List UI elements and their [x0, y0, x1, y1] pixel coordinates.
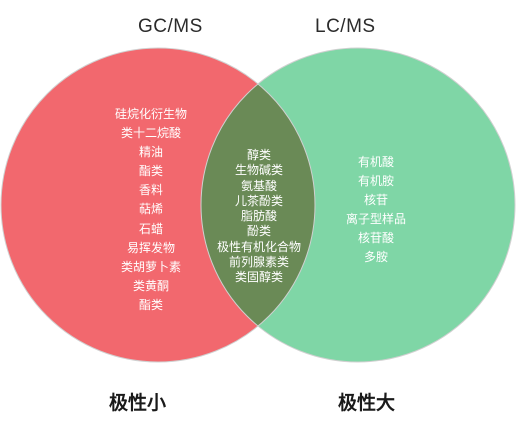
lc-ms-compound-item: 离子型样品: [345, 212, 406, 226]
shared-compound-item: 酚类: [246, 224, 271, 239]
lc-ms-compound-item: 核苷酸: [357, 231, 394, 245]
low-polarity-label: 极性小: [109, 392, 167, 414]
gc-ms-compound-item: 香料: [138, 183, 163, 198]
gc-ms-compound-item: 精油: [138, 145, 163, 160]
gc-ms-only-list: 硅烷化衍生物类十二烷酸精油酯类香料萜烯石蜡易挥发物类胡萝卜素类黄酮酯类: [88, 105, 214, 315]
lc-ms-compound-item: 有机胺: [357, 174, 394, 188]
shared-compound-item: 醇类: [246, 148, 271, 162]
gc-ms-circle-outline: [0, 47, 316, 363]
shared-compound-item: 前列腺素类: [228, 255, 289, 270]
gc-ms-compound-item: 类黄酮: [132, 278, 169, 293]
lc-ms-circle-outline: [200, 47, 516, 363]
lc-ms-only-list: 有机酸有机胺核苷离子型样品核苷酸多胺: [322, 153, 430, 267]
shared-compound-item: 极性有机化合物: [216, 239, 301, 254]
shared-compound-item: 类固醇类: [234, 270, 283, 285]
lc-ms-compound-item: 核苷: [363, 193, 388, 207]
lc-ms-compound-item: 有机酸: [357, 155, 394, 169]
lc-ms-title: LC/MS: [315, 16, 376, 37]
shared-compound-item: 脂肪酸: [240, 209, 277, 224]
gc-ms-compound-item: 类胡萝卜素: [120, 259, 181, 274]
high-polarity-label: 极性大: [338, 392, 396, 414]
lc-ms-compound-item: 多胺: [363, 250, 388, 264]
gc-ms-compound-item: 酯类: [138, 297, 163, 312]
shared-compound-item: 生物碱类: [234, 163, 283, 178]
gc-ms-compound-item: 硅烷化衍生物: [114, 107, 187, 121]
overlap-region: [201, 83, 315, 327]
shared-compound-list: 醇类生物碱类氨基酸儿茶酚类脂肪酸酚类极性有机化合物前列腺素类类固醇类: [200, 148, 318, 286]
gc-ms-title: GC/MS: [138, 16, 203, 37]
gc-ms-compound-item: 类十二烷酸: [120, 126, 181, 141]
shared-compound-item: 儿茶酚类: [234, 193, 283, 208]
gc-ms-compound-item: 易挥发物: [126, 240, 175, 255]
shared-compound-item: 氨基酸: [240, 178, 277, 193]
gc-ms-compound-item: 萜烯: [138, 202, 163, 217]
gc-ms-compound-item: 石蜡: [138, 221, 163, 236]
gc-ms-compound-item: 酯类: [138, 164, 163, 179]
